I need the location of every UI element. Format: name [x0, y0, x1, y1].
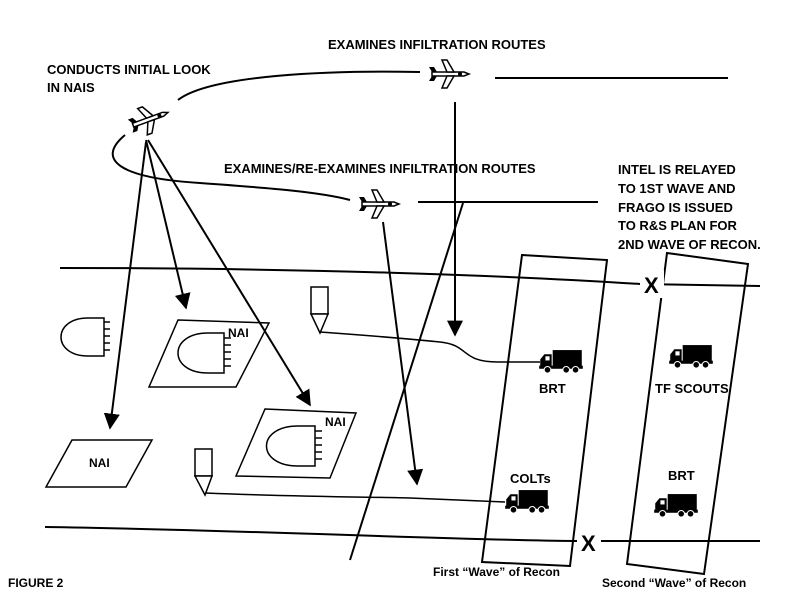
aircraft-icon [124, 98, 174, 141]
truck-icon [538, 349, 584, 374]
second-wave-area [625, 251, 750, 576]
flight-path [111, 70, 421, 201]
truck-icon [668, 344, 714, 369]
intel-note: 2ND WAVE OF RECON. [618, 237, 761, 252]
colts-label: COLTs [510, 471, 551, 486]
first-wave-caption: First “Wave” of Recon [433, 565, 560, 579]
truck-icon [653, 493, 699, 518]
intel-note: TO 1ST WAVE AND [618, 181, 736, 196]
flag-marker-icon [193, 448, 214, 497]
infiltration-routes [204, 331, 540, 503]
examines-routes-label: EXAMINES INFILTRATION ROUTES [328, 37, 546, 52]
brt-first-label: BRT [539, 381, 566, 396]
intel-note: INTEL IS RELAYED [618, 162, 736, 177]
nai-label: NAI [325, 415, 346, 429]
x-mark: X [581, 531, 596, 556]
nai-area-3 [234, 408, 358, 479]
truck-icon [504, 489, 550, 514]
aircraft-icon [358, 189, 400, 219]
intel-note: TO R&S PLAN FOR [618, 218, 738, 233]
nai-area-1 [44, 439, 154, 488]
nai-label: NAI [228, 326, 249, 340]
figure-label: FIGURE 2 [8, 576, 64, 590]
x-mark: X [644, 273, 659, 298]
tf-scouts-label: TF SCOUTS [655, 381, 729, 396]
observation-arrows [103, 102, 463, 486]
nai-symbol-icon [177, 332, 231, 374]
initial-look-label: IN NAIS [47, 80, 95, 95]
nai-label: NAI [89, 456, 110, 470]
second-wave-caption: Second “Wave” of Recon [602, 576, 746, 590]
flag-marker-icon [309, 286, 330, 335]
aircraft-icon [428, 59, 470, 89]
re-examines-label: EXAMINES/RE-EXAMINES INFILTRATION ROUTES [224, 161, 536, 176]
initial-look-label: CONDUCTS INITIAL LOOK [47, 62, 211, 77]
nai-symbol-icon [60, 317, 110, 357]
first-wave-area [480, 253, 609, 568]
intel-note: FRAGO IS ISSUED [618, 200, 733, 215]
phase-lines [44, 77, 761, 561]
nai-area-2 [147, 319, 271, 388]
nai-symbol-icon [265, 425, 322, 467]
brt-second-label: BRT [668, 468, 695, 483]
